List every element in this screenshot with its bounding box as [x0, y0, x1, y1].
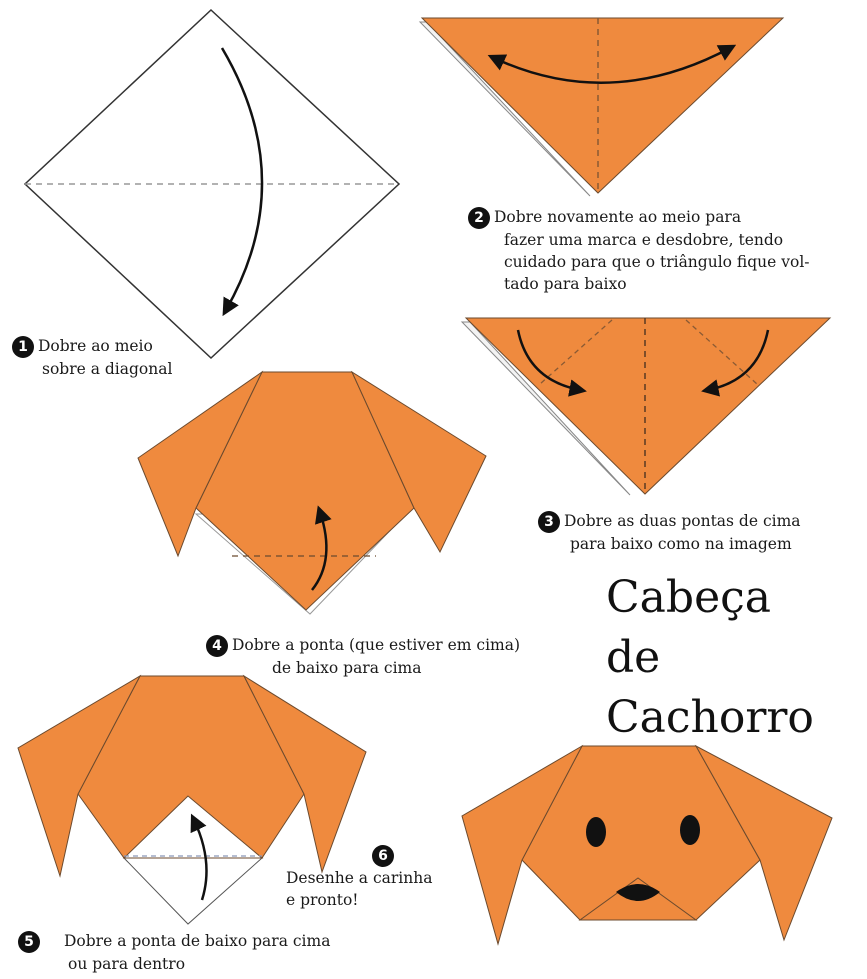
step4-diagram [137, 370, 487, 615]
step6-number: 6 [372, 845, 394, 867]
step1-text-b: sobre a diagonal [42, 360, 173, 378]
right-eye [680, 815, 700, 845]
step5-text-a: Dobre a ponta de baixo para cima [64, 932, 331, 950]
step3-text-a: Dobre as duas pontas de cima [564, 512, 801, 530]
nose [616, 884, 660, 901]
step6-text-b: e pronto! [286, 891, 359, 909]
step5-caption: 5 Dobre a ponta de baixo para cima ou par… [18, 930, 330, 975]
step6-diagram [461, 744, 833, 946]
step2-text-a: Dobre novamente ao meio para [494, 208, 742, 226]
step4-text-b: de baixo para cima [272, 659, 422, 677]
step3-number: 3 [538, 511, 560, 533]
step1-diagram [23, 8, 401, 360]
step4-text-a: Dobre a ponta (que estiver em cima) [232, 636, 521, 654]
step2-text-b: fazer uma marca e desdobre, tendo [504, 231, 784, 249]
title-line1: Cabeça [606, 572, 771, 623]
step6-caption: 6 Desenhe a carinha e pronto! [286, 844, 432, 911]
step5-text-b: ou para dentro [68, 955, 186, 973]
step5-diagram [17, 674, 367, 925]
step3-diagram [460, 317, 832, 496]
page-title: Cabeça de Cachorro [606, 568, 814, 748]
step2-text-c: cuidado para que o triângulo fique vol- [504, 253, 810, 271]
step1-number: 1 [12, 336, 34, 358]
step2-diagram [418, 17, 785, 197]
step4-number: 4 [206, 635, 228, 657]
step3-text-b: para baixo como na imagem [570, 535, 792, 553]
left-eye [586, 817, 606, 847]
step2-number: 2 [468, 207, 490, 229]
title-line3: Cachorro [606, 692, 814, 743]
step1-text-a: Dobre ao meio [38, 337, 153, 355]
step2-text-d: tado para baixo [504, 275, 627, 293]
step6-text-a: Desenhe a carinha [286, 869, 433, 887]
step5-number: 5 [18, 931, 40, 953]
title-line2: de [606, 632, 661, 683]
